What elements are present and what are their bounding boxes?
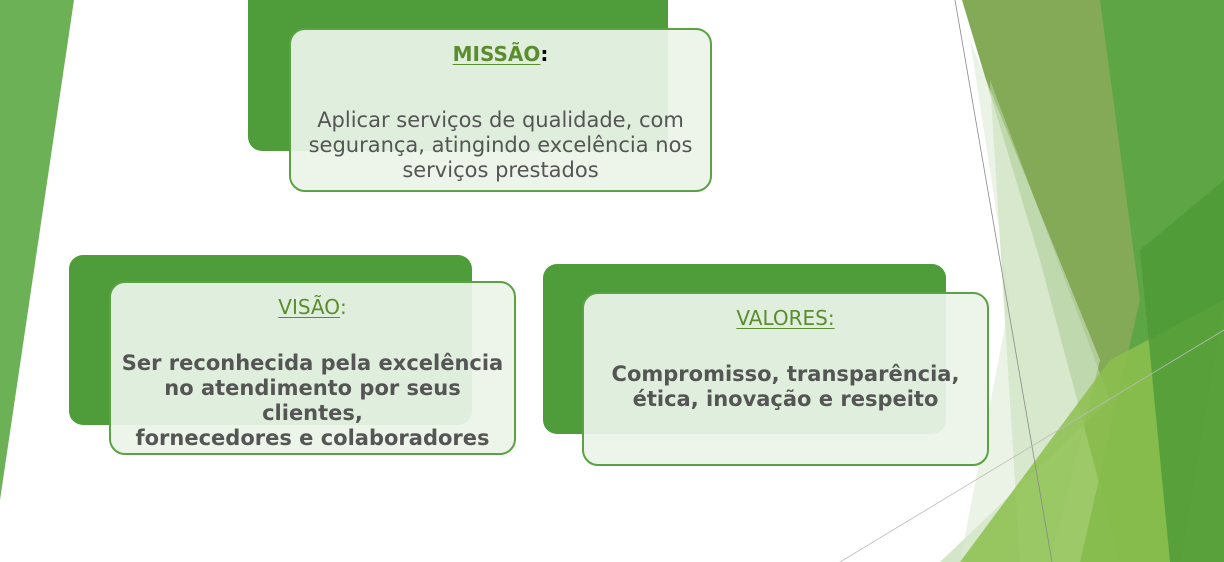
right-facet-dark (1140, 180, 1224, 562)
missao-colon: : (540, 42, 549, 66)
valores-text: Compromisso, transparência, ética, inova… (584, 362, 987, 412)
thin-diagonal-line (954, 0, 1053, 562)
valores-line-1: Compromisso, transparência, (611, 362, 960, 386)
visao-card: VISÃO: Ser reconhecida pela excelência n… (109, 281, 516, 455)
valores-card: VALORES: Compromisso, transparência, éti… (582, 292, 989, 466)
valores-heading: VALORES: (736, 306, 835, 330)
visao-colon: : (339, 295, 347, 319)
thin-diagonal-line-2 (839, 329, 1224, 562)
visao-line-2: no atendimento por seus clientes, (164, 376, 461, 425)
missao-card: MISSÃO: Aplicar serviços de qualidade, c… (289, 28, 712, 192)
visao-heading: VISÃO (278, 295, 340, 319)
visao-line-3: fornecedores e colaboradores (135, 426, 490, 450)
missao-text: Aplicar serviços de qualidade, com segur… (291, 108, 710, 183)
missao-heading: MISSÃO (452, 42, 541, 66)
visao-text: Ser reconhecida pela excelência no atend… (111, 351, 514, 451)
left-green-stripe (0, 0, 74, 500)
visao-line-1: Ser reconhecida pela excelência (121, 351, 504, 375)
missao-line-3: serviços prestados (402, 158, 599, 182)
missao-line-1: Aplicar serviços de qualidade, com (317, 108, 684, 132)
valores-line-2: ética, inovação e respeito (632, 387, 939, 411)
missao-line-2: segurança, atingindo excelência nos (308, 133, 693, 157)
